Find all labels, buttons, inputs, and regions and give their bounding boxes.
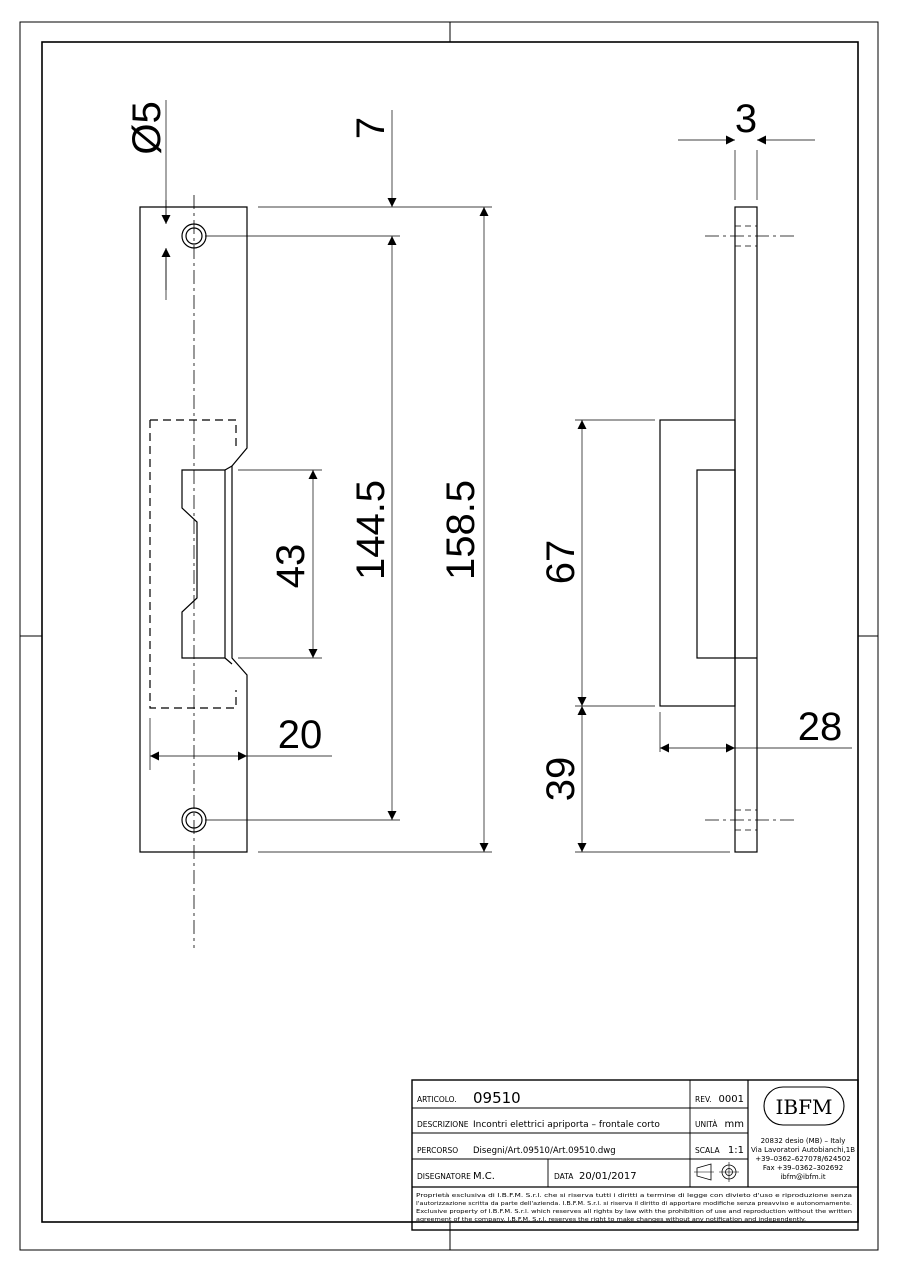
company-logo: IBFM [763,1086,845,1126]
percorso-label: PERCORSO [417,1146,458,1155]
legal-line: Proprietà esclusiva di I.B.F.M. S.r.l. c… [416,1192,852,1199]
projection-symbol-icon [694,1162,739,1182]
title-block: ARTICOLO. 09510 REV. 0001 DESCRIZIONE In… [411,1079,859,1231]
dim-overall-length: 158.5 [439,480,483,580]
unita-value: mm [725,1119,744,1130]
address-line: Via Lavoratori Autobianchi,1B [751,1146,855,1154]
dimension-labels: Ø5 7 144.5 158.5 43 20 3 67 39 28 [125,97,842,801]
scala-value: 1:1 [728,1145,744,1156]
address-line: 20832 desio (MB) – Italy [761,1137,846,1145]
strike-opening [181,469,226,659]
sheet-frame [19,21,879,1251]
legal-line: l'autorizzazione scritta da parte dell'a… [416,1201,852,1207]
disegnatore-label: DISEGNATORE [417,1172,471,1181]
address-line: ibfm@ibfm.it [780,1173,826,1181]
legal-line: Exclusive property of I.B.F.M. S.r.l. wh… [416,1209,853,1215]
side-plate-outline [734,206,758,853]
address-line: Fax +39–0362–302692 [763,1164,843,1172]
front-dimensions [149,100,492,853]
side-dimensions [575,135,852,853]
articolo-value: 09510 [473,1089,521,1107]
percorso-value: Disegni/Art.09510/Art.09510.dwg [473,1146,616,1156]
dim-thickness: 3 [735,97,757,141]
address-line: +39–0362–627078/624502 [755,1155,850,1163]
dim-box-depth: 28 [798,705,843,749]
legal-notice: Proprietà esclusiva di I.B.F.M. S.r.l. c… [416,1192,853,1223]
rev-value: 0001 [719,1094,744,1105]
data-value: 20/01/2017 [579,1171,637,1182]
descrizione-value: Incontri elettrici apriporta – frontale … [473,1120,660,1130]
strike-plate-outline [139,206,248,853]
side-opening-outline [696,469,736,659]
company-logo-text: IBFM [776,1095,833,1119]
hidden-box-outline [149,419,237,709]
data-label: DATA [554,1172,574,1181]
side-view [659,206,795,853]
rev-label: REV. [695,1095,712,1104]
dim-bottom-offset: 39 [539,757,583,802]
dim-box-height: 67 [539,540,583,585]
disegnatore-value: M.C. [473,1171,495,1182]
dim-width: 20 [278,713,323,757]
dim-hole-diameter: Ø5 [125,101,169,154]
scala-label: SCALA [695,1146,720,1155]
front-view [139,195,248,948]
unita-label: UNITÀ [695,1120,718,1129]
company-address: 20832 desio (MB) – Italy Via Lavoratori … [751,1137,855,1181]
dim-top-offset: 7 [349,117,393,139]
dim-opening-height: 43 [269,544,313,589]
dim-hole-spacing: 144.5 [349,480,393,580]
descrizione-label: DESCRIZIONE [417,1120,469,1129]
articolo-label: ARTICOLO. [417,1095,457,1104]
legal-line: agreement of the company. I.B.F.M. S.r.l… [416,1217,806,1223]
